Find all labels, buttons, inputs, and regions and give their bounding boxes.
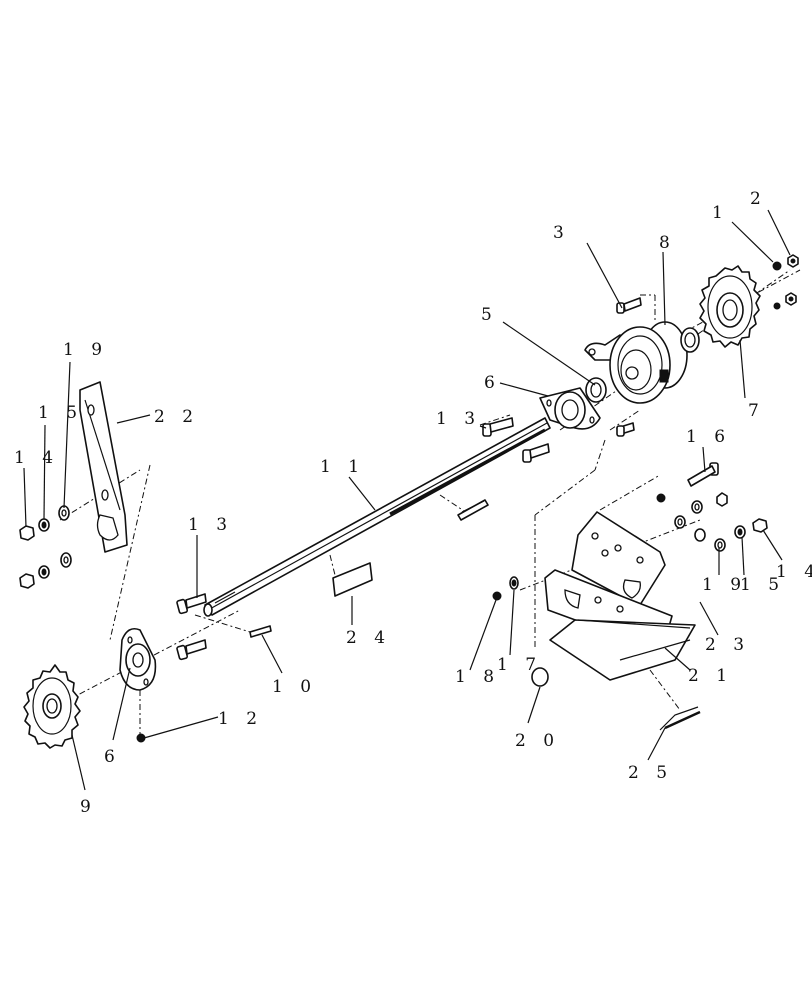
key-part-24 [332, 562, 373, 597]
bolt-part-16 [687, 462, 719, 487]
callout-6-right: 6 [484, 373, 501, 393]
clutch-part-8 [584, 321, 688, 404]
callout-21: 2 1 [688, 666, 733, 686]
callout-22: 2 2 [154, 407, 199, 427]
callout-15-left: 1 5 [38, 403, 83, 423]
callout-15-right: 1 5 [740, 575, 785, 595]
callout-14-right: 1 4 [776, 562, 812, 582]
pin-part-10 [249, 625, 272, 638]
callout-14-left: 1 4 [14, 448, 59, 468]
nut-part-12 [136, 733, 146, 743]
bolt-part-13-left [176, 593, 207, 661]
small-parts-17-18-20 [492, 576, 549, 687]
callout-10: 1 0 [272, 677, 317, 697]
collar-part-5 [585, 377, 607, 403]
callout-13-left: 1 3 [188, 515, 233, 535]
callout-23: 2 3 [705, 635, 750, 655]
callout-19-right: 1 9 [702, 575, 747, 595]
callout-18: 1 8 [455, 667, 500, 687]
callout-1: 1 [712, 203, 729, 223]
sprocket-part-7 [699, 265, 761, 348]
callout-19-left: 1 9 [63, 340, 108, 360]
flange-bearing-part-6-left [119, 627, 157, 691]
callout-7: 7 [748, 401, 765, 421]
callout-16: 1 6 [686, 427, 731, 447]
bracket-part-23 [571, 511, 666, 606]
leader-lines [23, 209, 791, 791]
callout-5: 5 [481, 305, 498, 325]
spacer [680, 327, 700, 353]
shaft-part-11 [203, 417, 551, 617]
callout-8: 8 [659, 233, 676, 253]
flange-bearing-part-6-right [539, 387, 601, 430]
pin-middle [457, 499, 489, 521]
strip-part-25 [659, 706, 701, 731]
callouts: 2 1 3 8 5 6 7 1 3 1 1 1 3 1 0 1 2 6 9 2 … [14, 189, 812, 817]
callout-12: 1 2 [218, 709, 263, 729]
callout-25: 2 5 [628, 763, 673, 783]
left-fasteners [19, 505, 72, 589]
callout-20: 2 0 [515, 731, 560, 751]
callout-13-right: 1 3 [436, 409, 481, 429]
bolt-part-3 [616, 297, 642, 314]
callout-2: 2 [750, 189, 767, 209]
callout-24: 2 4 [346, 628, 391, 648]
callout-9: 9 [80, 797, 97, 817]
bracket-part-21 [544, 569, 696, 681]
callout-6-left: 6 [104, 747, 121, 767]
callout-17: 1 7 [497, 655, 542, 675]
bolt-part-13-right [482, 417, 635, 463]
callout-11: 1 1 [320, 457, 365, 477]
nuts-part-1-2 [772, 254, 799, 310]
bracket-part-22 [79, 381, 128, 553]
sprocket-part-9 [23, 664, 81, 749]
right-fasteners [656, 492, 768, 552]
callout-3: 3 [553, 223, 570, 243]
